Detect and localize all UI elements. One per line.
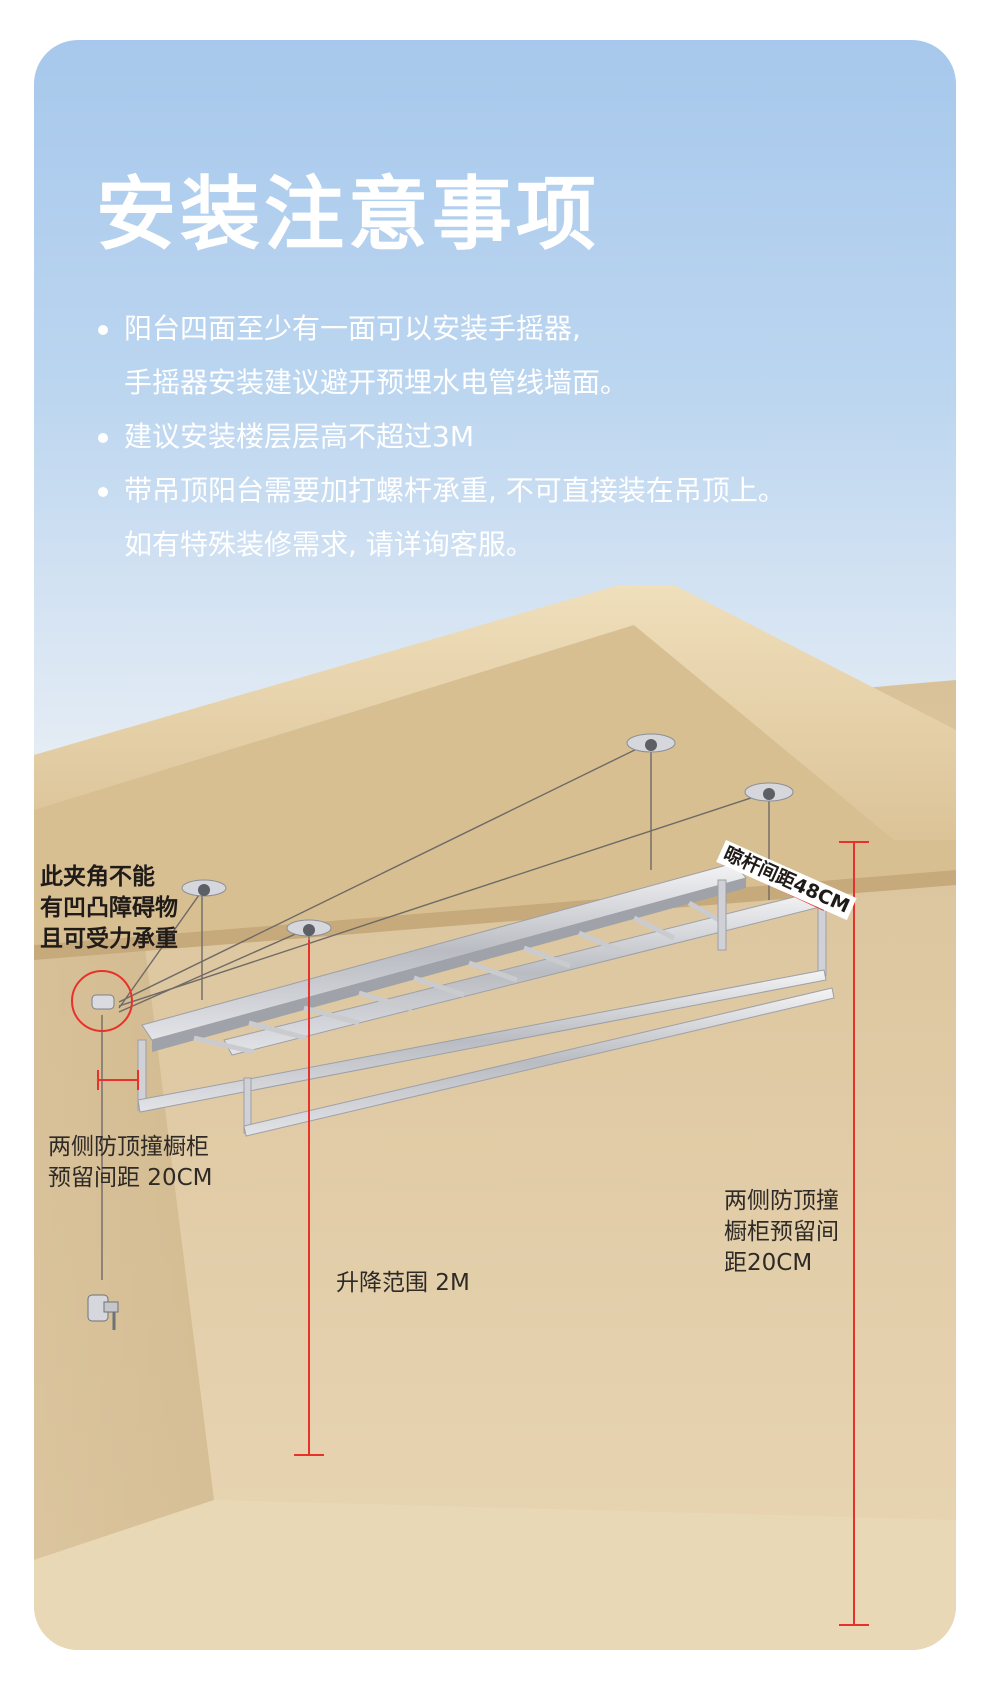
notice-text: 如有特殊装修需求, 请详询客服。 bbox=[124, 528, 534, 561]
list-item: 带吊顶阳台需要加打螺杆承重, 不可直接装在吊顶上。 bbox=[96, 464, 786, 518]
notice-list: 阳台四面至少有一面可以安装手摇器, 手摇器安装建议避开预埋水电管线墙面。 建议安… bbox=[96, 302, 786, 572]
notice-text: 建议安装楼层层高不超过3M bbox=[124, 420, 474, 453]
left-clearance-note: 两侧防顶撞橱柜 预留间距 20CM bbox=[48, 1134, 213, 1191]
corner-pulley bbox=[91, 994, 115, 1010]
side-wall bbox=[34, 940, 214, 1560]
notice-text: 带吊顶阳台需要加打螺杆承重, 不可直接装在吊顶上。 bbox=[124, 474, 786, 507]
hand-crank-icon bbox=[87, 1294, 119, 1330]
bullet-dot bbox=[98, 325, 108, 335]
installation-diagram bbox=[34, 585, 956, 1650]
list-item-continuation: 如有特殊装修需求, 请详询客服。 bbox=[96, 518, 786, 572]
bullet-dot bbox=[98, 487, 108, 497]
page-title: 安装注意事项 bbox=[96, 168, 600, 261]
corner-note: 此夹角不能 有凹凸障碍物 且可受力承重 bbox=[40, 864, 178, 952]
corner-highlight-circle bbox=[71, 970, 133, 1032]
pulley-group bbox=[181, 733, 794, 937]
notice-text: 手摇器安装建议避开预埋水电管线墙面。 bbox=[124, 366, 629, 399]
lift-range-note: 升降范围 2M bbox=[336, 1270, 470, 1296]
install-notes-card: 安装注意事项 阳台四面至少有一面可以安装手摇器, 手摇器安装建议避开预埋水电管线… bbox=[34, 40, 956, 1650]
right-clearance-note: 两侧防顶撞 橱柜预留间 距20CM bbox=[724, 1188, 839, 1276]
list-item: 建议安装楼层层高不超过3M bbox=[96, 410, 786, 464]
notice-text: 阳台四面至少有一面可以安装手摇器, bbox=[124, 312, 581, 345]
bullet-dot bbox=[98, 433, 108, 443]
list-item: 阳台四面至少有一面可以安装手摇器, bbox=[96, 302, 786, 356]
ceiling-slab bbox=[34, 585, 956, 840]
floor bbox=[34, 1500, 956, 1650]
list-item-continuation: 手摇器安装建议避开预埋水电管线墙面。 bbox=[96, 356, 786, 410]
